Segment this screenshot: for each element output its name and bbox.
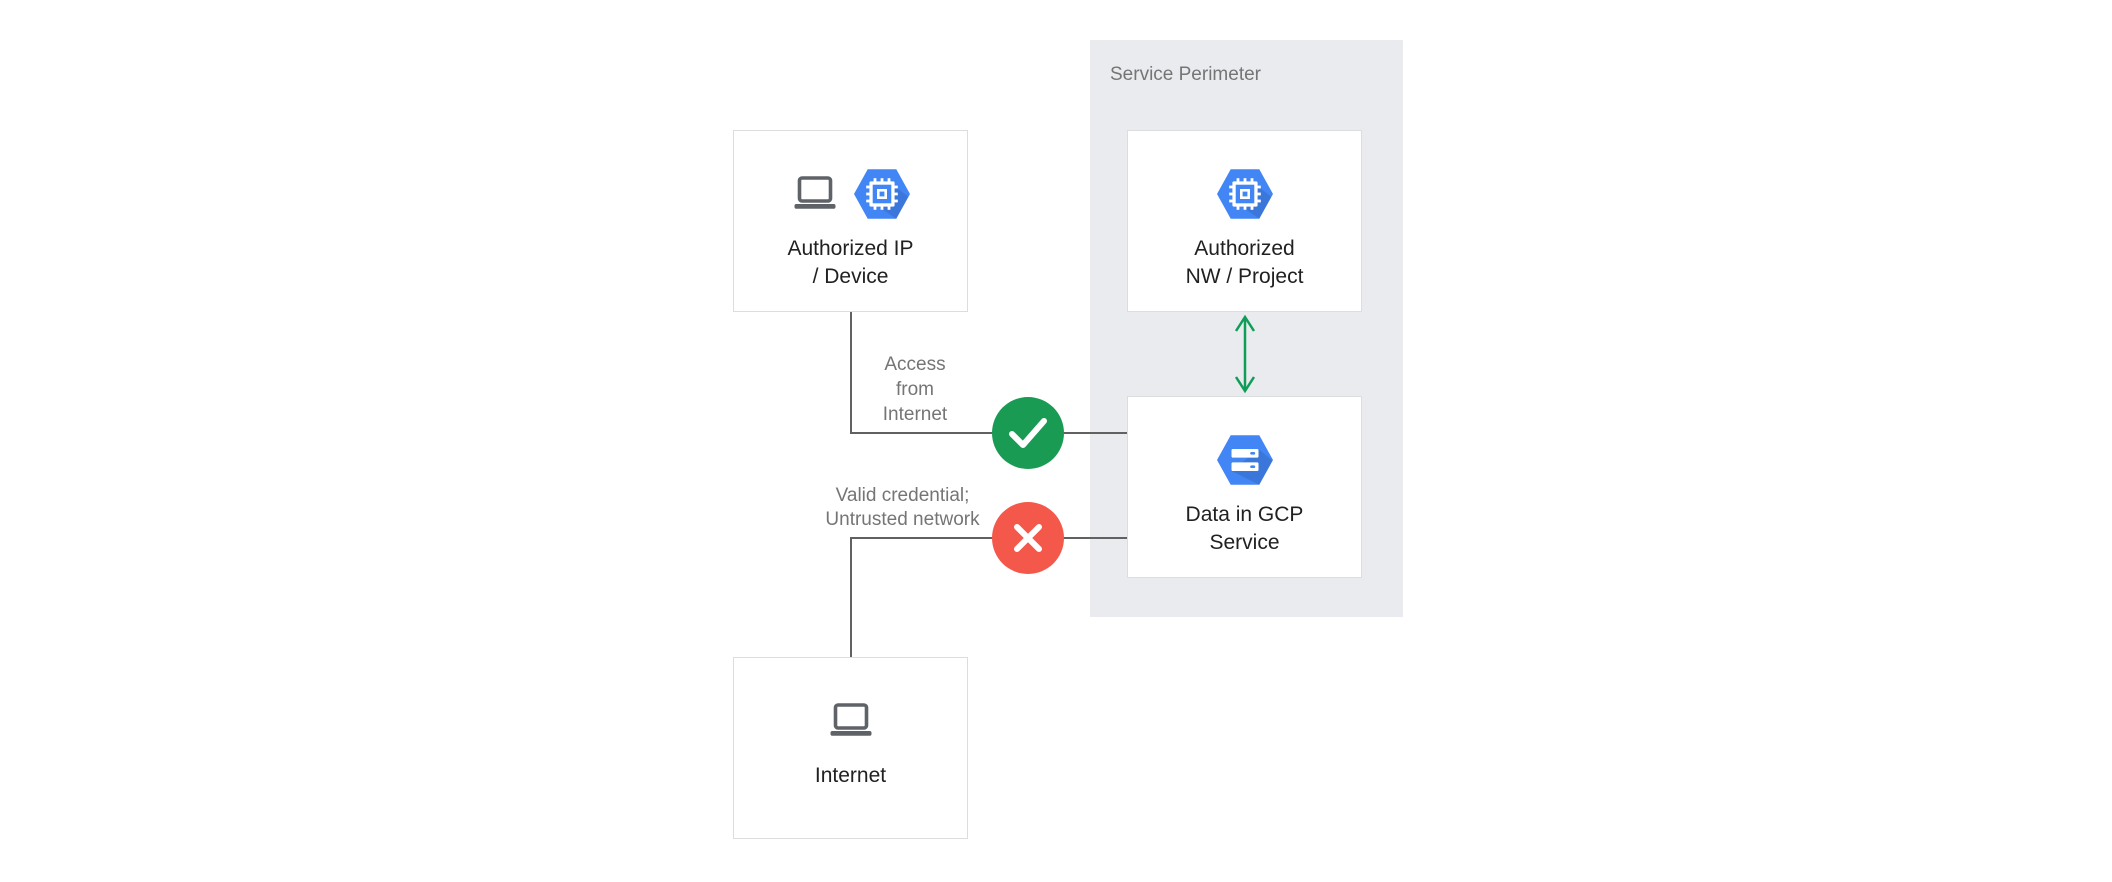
- laptop-icon: [830, 703, 871, 736]
- node-authorized-ip-device: Authorized IP / Device: [733, 130, 968, 312]
- node-internet: Internet: [733, 657, 968, 839]
- annotation-valid-credential-untrusted-network: Valid credential; Untrusted network: [825, 485, 980, 530]
- allowed-indicator: [992, 397, 1064, 469]
- node-label-authorized-ip-device: Authorized IP / Device: [787, 237, 914, 288]
- node-icons: [1128, 431, 1361, 489]
- cloud-storage-icon: [1216, 435, 1273, 485]
- denied-indicator: [992, 502, 1064, 574]
- check-icon: [1009, 418, 1047, 448]
- annotation-access-from-internet: Access from Internet: [882, 354, 948, 425]
- node-label-data-in-gcp-service: Data in GCP Service: [1185, 503, 1304, 554]
- node-label-authorized-nw-project: Authorized NW / Project: [1185, 237, 1304, 288]
- node-authorized-nw-project: Authorized NW / Project: [1127, 130, 1362, 312]
- node-data-in-gcp-service: Data in GCP Service: [1127, 396, 1362, 578]
- untrusted-connector-line: [850, 537, 1127, 657]
- node-icons: [1128, 165, 1361, 223]
- compute-engine-icon: [853, 169, 910, 219]
- node-label-internet: Internet: [814, 764, 887, 787]
- service-perimeter-label: Service Perimeter: [1110, 64, 1261, 85]
- node-icons: [734, 165, 967, 223]
- cross-icon: [1014, 524, 1042, 552]
- node-icons: [734, 692, 967, 750]
- compute-engine-icon: [1216, 169, 1273, 219]
- laptop-icon: [794, 176, 835, 209]
